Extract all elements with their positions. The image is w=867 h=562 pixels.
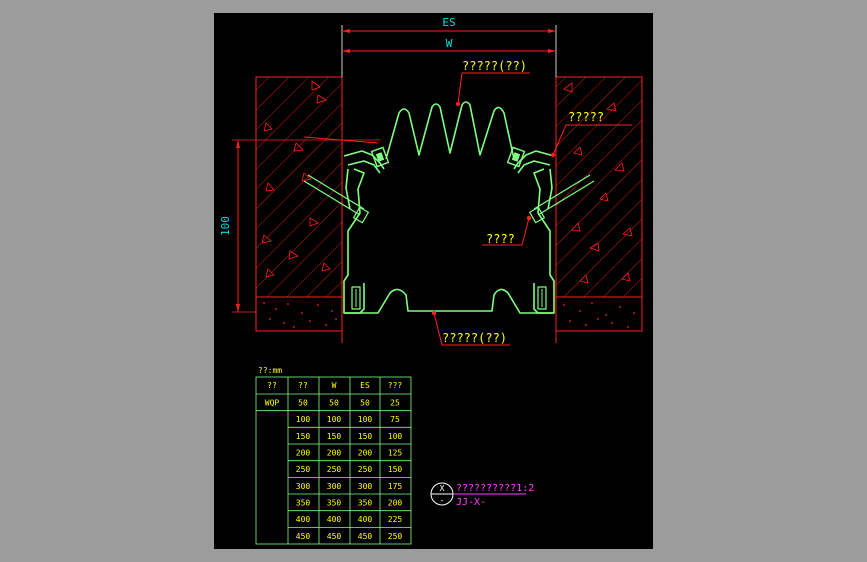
table-cell: 100: [296, 415, 311, 424]
table-cell: 75: [390, 415, 400, 424]
table-cell: 400: [358, 515, 373, 524]
right-bedding: [555, 296, 643, 332]
left-wall: [255, 76, 343, 298]
callout-right-top: ?????: [568, 110, 604, 124]
callout-dots: [431, 101, 556, 316]
bellows-seal: [385, 101, 515, 160]
callout-top: ?????(??): [462, 59, 527, 73]
table-cell: 400: [327, 515, 342, 524]
clamp-blocks: [370, 146, 526, 168]
symbol-bottom-label: -: [440, 496, 445, 505]
joint-edges: [255, 77, 643, 343]
table-cell: 300: [358, 482, 373, 491]
table-cell: 150: [296, 432, 311, 441]
table-header-cell: ??: [298, 381, 308, 390]
dim-height-label: 100: [219, 216, 232, 236]
table-cell: 175: [388, 482, 403, 491]
table-cell: 50: [329, 399, 339, 408]
table-cell: 350: [358, 499, 373, 508]
callout-right-mid: ????: [486, 232, 515, 246]
table-cell: 225: [388, 515, 403, 524]
table-header-cell: ???: [388, 381, 403, 390]
table-cell: 200: [327, 449, 342, 458]
drawing-sheet: ES W 100: [214, 13, 653, 549]
table-cell: 100: [358, 415, 373, 424]
cad-drawing: ES W 100: [219, 16, 643, 545]
table-cell: 200: [388, 499, 403, 508]
table-header-cell: ES: [360, 381, 370, 390]
section-symbol: [430, 482, 526, 506]
table-cell: 450: [327, 532, 342, 541]
table-cell: 50: [298, 399, 308, 408]
table-cell: 400: [296, 515, 311, 524]
table-cell: 250: [327, 465, 342, 474]
table-header-cell: ??: [267, 381, 277, 390]
table-body: ?? ?? W ES ??? WQP 50 50 50 25 100 100 100 75 150…: [265, 381, 403, 541]
dim-es-label: ES: [442, 16, 455, 29]
table-cell: 250: [388, 532, 403, 541]
dimension-height: [232, 139, 380, 313]
table-cell: 50: [360, 399, 370, 408]
table-cell: 25: [390, 399, 400, 408]
table-caption: ??:mm: [258, 366, 282, 375]
table-cell: 450: [296, 532, 311, 541]
table-cell: 350: [296, 499, 311, 508]
table-cell: WQP: [265, 399, 280, 408]
joint-profile: [343, 101, 555, 314]
table-cell: 200: [358, 449, 373, 458]
dimension-w: [342, 49, 556, 53]
left-bedding: [255, 296, 343, 332]
table-cell: 200: [296, 449, 311, 458]
callout-bottom: ?????(??): [442, 331, 507, 345]
table-cell: 150: [358, 432, 373, 441]
table-cell: 125: [388, 449, 403, 458]
table-cell: 300: [327, 482, 342, 491]
table-cell: 250: [358, 465, 373, 474]
dim-w-label: W: [446, 37, 453, 50]
drawing-title: ??????????1:2: [456, 483, 534, 494]
table-header-cell: W: [332, 381, 337, 390]
table-cell: 350: [327, 499, 342, 508]
table-cell: 150: [327, 432, 342, 441]
table-cell: 150: [388, 465, 403, 474]
table-row-lines: [256, 410, 411, 528]
anchor-bolts: [303, 174, 595, 224]
table-cell: 100: [388, 432, 403, 441]
symbol-top-label: X: [440, 484, 445, 493]
table-cell: 250: [296, 465, 311, 474]
table-cell: 100: [327, 415, 342, 424]
table-cell: 450: [358, 532, 373, 541]
callout-leaders: [303, 72, 632, 346]
drawing-subtitle: JJ-X-: [456, 497, 486, 508]
table-cell: 300: [296, 482, 311, 491]
